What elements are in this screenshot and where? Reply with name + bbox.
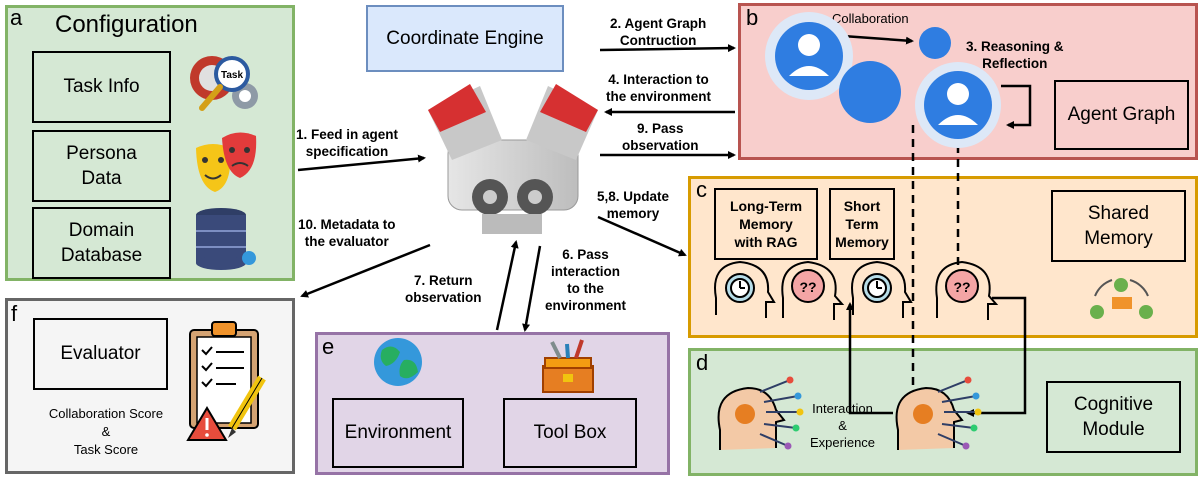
toolbox-icon [542, 339, 594, 393]
user-avatar-icon-1 [765, 12, 853, 100]
clock-head-icon-1 [714, 260, 776, 318]
arrow-return-observation [495, 240, 519, 331]
coordinate-engine-box: Coordinate Engine [366, 5, 564, 72]
persona-data-label: Persona Data [66, 143, 137, 189]
arrow-label-pass-observation: 9. Pass observation [622, 121, 699, 153]
cognitive-module-box: Cognitive Module [1046, 381, 1181, 453]
agent-graph-label: Agent Graph [1067, 104, 1176, 125]
user-avatar-icon-2 [915, 62, 1001, 148]
arrow-label-interaction-env: 4. Interaction to the environment [606, 72, 712, 104]
panel-letter-b: b [746, 5, 759, 30]
long-term-memory-box: Long-Term Memory with RAG [714, 188, 818, 260]
arrow-pass-interaction [522, 245, 542, 332]
ai-head-icon-1 [717, 376, 804, 450]
arrow-label-feed: 1. Feed in agent specification [296, 127, 399, 159]
domain-database-label: Domain Database [60, 220, 143, 266]
shared-memory-box: Shared Memory [1051, 190, 1186, 262]
collaboration-label: Collaboration [832, 11, 909, 26]
warning-icon [186, 406, 228, 441]
environment-box: Environment [332, 398, 464, 468]
cognitive-module-label: Cognitive Module [1073, 394, 1154, 440]
evaluator-box: Evaluator [33, 318, 168, 390]
panel-environment [315, 332, 670, 475]
engine-icon [428, 84, 598, 234]
arrow-update-memory [597, 215, 687, 257]
task-gear-icon: Task [190, 56, 258, 111]
persona-data-box: Persona Data [32, 130, 171, 202]
arrow-metadata [300, 243, 431, 298]
arrow-cognitive-to-memory [846, 302, 893, 415]
shared-memory-label: Shared Memory [1084, 203, 1153, 249]
panel-memory [688, 176, 1198, 338]
arrow-label-return-observation: 7. Return observation [405, 273, 482, 305]
tool-box-label: Tool Box [533, 422, 607, 443]
panel-letter-c: c [696, 177, 707, 202]
agent-node-medium [839, 61, 901, 123]
theater-masks-icon [196, 132, 257, 192]
configuration-title: Configuration [55, 11, 198, 38]
arrow-feed [297, 154, 426, 172]
svg-text:??: ?? [953, 279, 970, 295]
task-info-box: Task Info [32, 51, 171, 123]
domain-database-box: Domain Database [32, 207, 171, 279]
long-term-memory-label: Long-Term Memory with RAG [729, 198, 803, 250]
panel-letter-e: e [322, 334, 335, 359]
panel-letter-a: a [10, 5, 23, 30]
group-chat-icon [1090, 278, 1153, 319]
task-icon-text: Task [221, 70, 243, 81]
confused-brain-icon-1: ?? [781, 260, 845, 320]
agent-node-small [919, 27, 951, 59]
agent-graph-box: Agent Graph [1054, 80, 1189, 150]
clock-head-icon-2 [851, 260, 913, 318]
evaluator-label: Evaluator [60, 343, 141, 364]
confused-brain-icon-2: ?? [935, 260, 999, 320]
arrow-label-pass-interaction: 6. Pass interaction to the environment [545, 247, 627, 313]
globe-icon [374, 338, 422, 386]
arrow-label-metadata: 10. Metadata to the evaluator [298, 217, 396, 249]
reasoning-reflection-label: 3. Reasoning & Reflection [966, 39, 1064, 71]
environment-label: Environment [344, 422, 452, 443]
short-term-memory-box: Short Term Memory [829, 188, 895, 260]
database-icon [196, 208, 256, 270]
coordinate-engine-label: Coordinate Engine [386, 27, 544, 49]
arrow-label-update-memory: 5,8. Update memory [597, 189, 670, 221]
arrow-memory-to-cognitive [966, 296, 1027, 417]
task-info-label: Task Info [63, 76, 140, 97]
arrow-reasoning-loop [1001, 84, 1032, 129]
arrow-agent-graph [599, 44, 736, 53]
svg-text:??: ?? [799, 279, 816, 295]
score-label: Collaboration Score & Task Score [48, 406, 164, 457]
panel-letter-f: f [11, 301, 18, 326]
ai-head-icon-2 [895, 376, 982, 450]
panel-letter-d: d [696, 350, 709, 375]
clipboard-icon [189, 321, 259, 429]
arrow-collaboration [837, 32, 914, 45]
short-term-memory-label: Short Term Memory [835, 198, 889, 250]
pencil-icon [228, 375, 266, 438]
tool-box-box: Tool Box [503, 398, 637, 468]
arrow-label-agent-graph: 2. Agent Graph Contruction [610, 16, 707, 48]
